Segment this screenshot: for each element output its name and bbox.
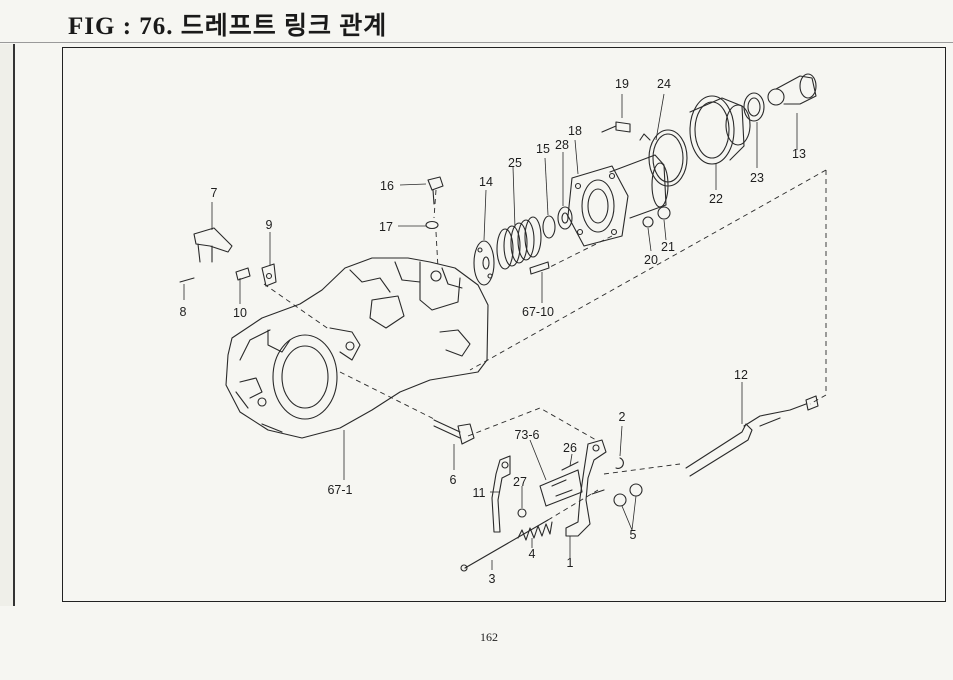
- part-12-cable-rod: [685, 395, 819, 477]
- part-13-joint: [767, 73, 817, 106]
- part-11-lever: [491, 455, 511, 533]
- part-73-6-bracket: [539, 469, 583, 507]
- callout-24: 24: [657, 77, 671, 91]
- part-3-rod: [460, 519, 549, 572]
- page-number: 162: [480, 630, 498, 644]
- part-67-10-bolt: [529, 261, 550, 275]
- part-2-clip: [615, 457, 624, 469]
- part-7-link: [193, 227, 233, 263]
- figure-title: FIG : 76. 드레프트 링크 관계: [68, 13, 388, 40]
- part-6-shaft: [433, 419, 475, 445]
- part-15-washer: [542, 215, 556, 239]
- part-1-arm: [565, 439, 607, 537]
- part-24-band-clamp: [639, 129, 688, 187]
- callout-10: 10: [233, 306, 247, 320]
- callout-14: 14: [479, 175, 493, 189]
- callout-3: 3: [489, 572, 496, 586]
- callout-17: 17: [379, 220, 393, 234]
- callout-1: 1: [567, 556, 574, 570]
- callout-6: 6: [450, 473, 457, 487]
- callout-22: 22: [709, 192, 723, 206]
- callout-11: 11: [473, 486, 486, 500]
- part-4-spring: [517, 521, 553, 541]
- part-23-snap-ring: [743, 92, 765, 122]
- callout-27: 27: [513, 475, 527, 489]
- part-18-flange-housing: [567, 154, 669, 247]
- part-28-ring: [557, 206, 573, 230]
- title-rule: [0, 42, 953, 43]
- page-binding-edge: [0, 44, 15, 606]
- part-17-washer: [425, 220, 439, 230]
- part-21-nut: [657, 206, 671, 220]
- part-14-plate: [473, 240, 495, 286]
- part-10-bolt: [235, 267, 251, 281]
- callout-25: 25: [508, 156, 522, 170]
- callout-4: 4: [529, 547, 536, 561]
- callout-67-10: 67-10: [522, 305, 554, 319]
- callout-5: 5: [630, 528, 637, 542]
- callout-16: 16: [380, 179, 394, 193]
- callout-28: 28: [555, 138, 569, 152]
- part-20-washer: [642, 216, 654, 228]
- callout-2: 2: [619, 410, 626, 424]
- callout-12: 12: [734, 368, 748, 382]
- part-16-pin: [427, 176, 444, 205]
- transmission-housing: [225, 257, 489, 439]
- callout-26: 26: [563, 441, 577, 455]
- callout-21: 21: [661, 240, 675, 254]
- callout-73-6: 73-6: [514, 428, 539, 442]
- callout-15: 15: [536, 142, 550, 156]
- leader-lines: [183, 93, 798, 570]
- part-5-nuts: [613, 483, 643, 507]
- part-8-pin: [179, 277, 195, 283]
- part-25-spring: [496, 216, 542, 270]
- part-22-rubber-boot: [689, 95, 751, 165]
- part-9-bracket: [261, 263, 277, 287]
- callout-67-1: 67-1: [327, 483, 352, 497]
- callout-19: 19: [615, 77, 629, 91]
- part-27-washer: [517, 508, 527, 518]
- callout-18: 18: [568, 124, 582, 138]
- callout-9: 9: [266, 218, 273, 232]
- callout-8: 8: [180, 305, 187, 319]
- callout-13: 13: [792, 147, 806, 161]
- phantom-lines: [263, 169, 827, 521]
- callout-23: 23: [750, 171, 764, 185]
- callout-7: 7: [211, 186, 218, 200]
- part-19-bolt: [601, 121, 631, 133]
- callout-20: 20: [644, 253, 658, 267]
- figure-frame: [62, 47, 946, 602]
